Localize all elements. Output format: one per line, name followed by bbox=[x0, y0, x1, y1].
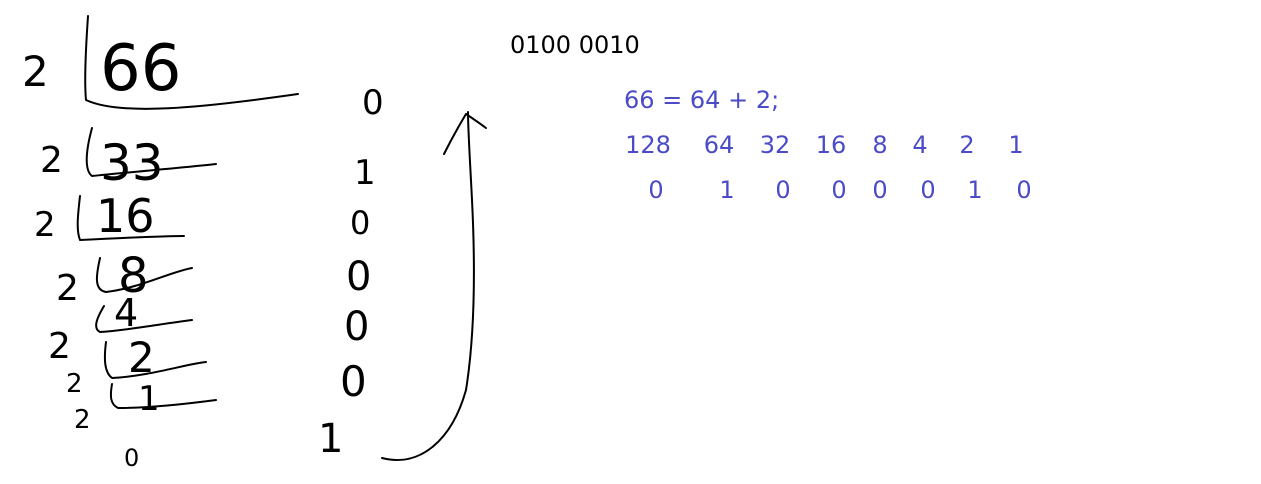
bit-value: 0 bbox=[1016, 176, 1032, 204]
quotient-number: 4 bbox=[114, 291, 138, 335]
divisor-digit: 2 bbox=[34, 205, 56, 245]
bracket-stroke bbox=[76, 195, 185, 241]
bracket-stroke bbox=[109, 383, 217, 409]
bracket-stroke bbox=[103, 341, 207, 379]
place-value: 128 bbox=[625, 131, 671, 159]
divisor-digit: 2 bbox=[56, 268, 79, 309]
quotient-number: 66 bbox=[100, 32, 181, 106]
read-direction-arrow bbox=[381, 111, 487, 461]
remainder-digit: 1 bbox=[354, 153, 376, 193]
remainder-column: 0 1 0 0 0 0 1 bbox=[318, 83, 384, 462]
place-value: 2 bbox=[959, 131, 975, 159]
divisor-column: 2 2 2 2 2 2 2 bbox=[22, 47, 91, 435]
arrow-shaft bbox=[381, 111, 475, 461]
remainder-digit: 0 bbox=[340, 357, 367, 406]
bracket-stroke bbox=[95, 305, 193, 333]
place-value: 64 bbox=[703, 131, 735, 159]
bracket-stroke bbox=[95, 257, 193, 293]
bit-value: 1 bbox=[719, 176, 735, 204]
bit-value: 0 bbox=[648, 176, 664, 204]
quotient-number: 1 bbox=[138, 379, 160, 419]
quotient-number: 0 bbox=[124, 444, 139, 472]
place-value: 4 bbox=[912, 131, 928, 159]
quotient-number: 8 bbox=[118, 248, 149, 304]
bit-value: 1 bbox=[967, 176, 983, 204]
quotient-number: 16 bbox=[96, 189, 155, 243]
divisor-digit: 2 bbox=[22, 47, 49, 96]
bracket-stroke bbox=[85, 127, 217, 177]
quotient-column: 66 33 16 8 4 2 1 0 bbox=[96, 32, 181, 472]
remainder-digit: 0 bbox=[346, 254, 371, 300]
quotient-number: 2 bbox=[128, 333, 155, 382]
place-value: 1 bbox=[1008, 131, 1024, 159]
divisor-digit: 2 bbox=[74, 405, 91, 435]
place-value: 16 bbox=[815, 131, 847, 159]
place-value: 8 bbox=[872, 131, 888, 159]
divisor-digit: 2 bbox=[40, 140, 63, 181]
remainder-digit: 0 bbox=[362, 83, 384, 123]
quotient-number: 33 bbox=[100, 134, 164, 192]
equation-text: 66 = 64 + 2; bbox=[624, 86, 780, 114]
binary-result-text: 0100 0010 bbox=[510, 31, 640, 59]
bit-value: 0 bbox=[920, 176, 936, 204]
arrow-head bbox=[443, 113, 487, 155]
remainder-digit: 0 bbox=[344, 304, 369, 350]
divisor-digit: 2 bbox=[48, 326, 71, 367]
place-value: 32 bbox=[759, 131, 791, 159]
remainder-digit: 1 bbox=[318, 416, 343, 462]
bracket-stroke bbox=[84, 15, 299, 110]
remainder-digit: 0 bbox=[350, 204, 370, 242]
division-brackets bbox=[76, 15, 299, 409]
bit-value: 0 bbox=[872, 176, 888, 204]
bit-value: 0 bbox=[775, 176, 791, 204]
divisor-digit: 2 bbox=[66, 369, 83, 399]
bit-value: 0 bbox=[831, 176, 847, 204]
